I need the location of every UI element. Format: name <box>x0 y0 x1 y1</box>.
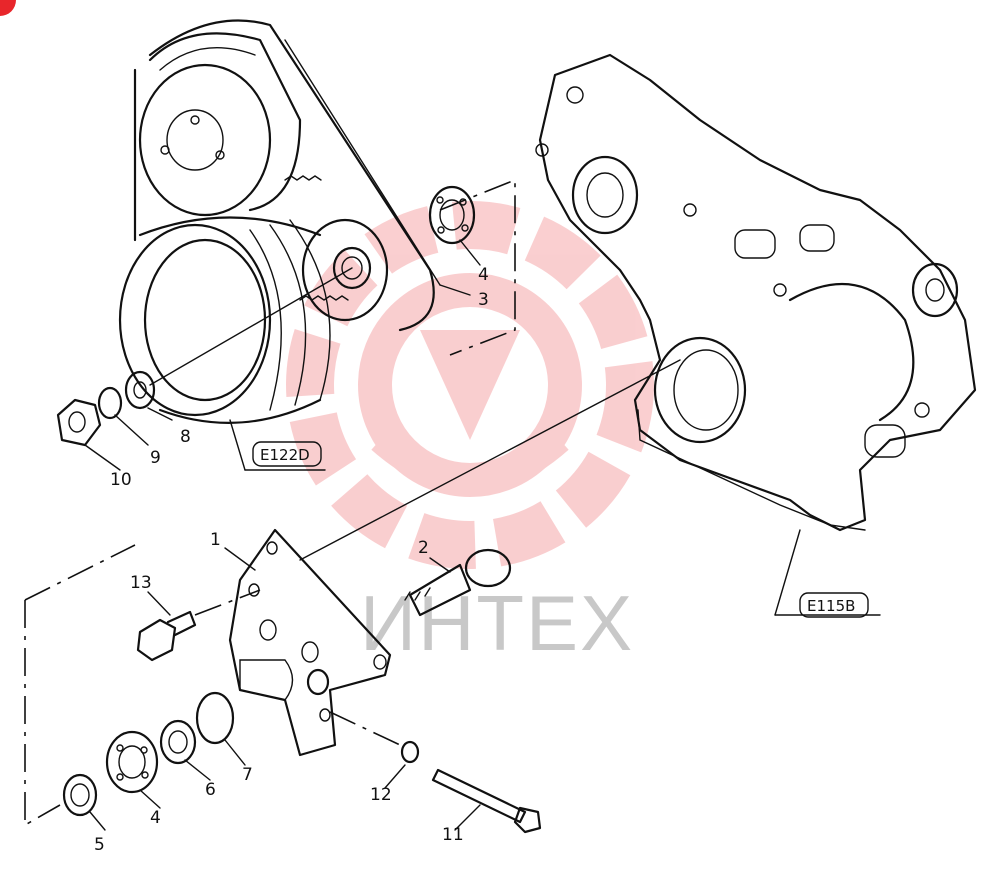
callout-2: 2 <box>418 538 429 558</box>
collar-6 <box>159 719 197 765</box>
bearing-lower <box>105 730 159 794</box>
callout-12: 12 <box>370 785 392 805</box>
gear-case-cover <box>535 53 977 532</box>
bolt-13 <box>136 610 197 662</box>
bearing-upper <box>428 185 476 245</box>
watermark-text: ИНТЕХ <box>360 579 634 667</box>
snap-ring-7 <box>195 691 235 745</box>
callout-7: 7 <box>242 765 253 785</box>
svg-text:E115B: E115B <box>807 597 855 615</box>
callout-8: 8 <box>180 427 191 447</box>
watermark-logo <box>286 201 654 569</box>
leader-lines <box>84 239 881 831</box>
callout-13: 13 <box>130 573 152 593</box>
svg-text:E122D: E122D <box>260 446 310 464</box>
idler-shaft <box>404 548 512 617</box>
pulley-belt-assembly <box>118 19 441 424</box>
bolt-11 <box>431 768 542 834</box>
callout-11: 11 <box>442 825 464 845</box>
callout-4-lower: 4 <box>150 808 161 828</box>
seal-5 <box>62 773 98 817</box>
corner-badge <box>0 0 16 16</box>
callout-9: 9 <box>150 448 161 468</box>
ref-box-e122d: E122D <box>252 441 322 467</box>
callout-4-upper: 4 <box>478 265 489 285</box>
callout-1: 1 <box>210 530 221 550</box>
tensioner-bracket <box>228 528 392 757</box>
callout-5: 5 <box>94 835 105 855</box>
callout-3: 3 <box>478 290 489 310</box>
callout-6: 6 <box>205 780 216 800</box>
washer-12 <box>400 740 420 764</box>
callout-10: 10 <box>110 470 132 490</box>
ref-box-e115b: E115B <box>799 592 869 618</box>
nut-washer-stack <box>56 370 156 447</box>
